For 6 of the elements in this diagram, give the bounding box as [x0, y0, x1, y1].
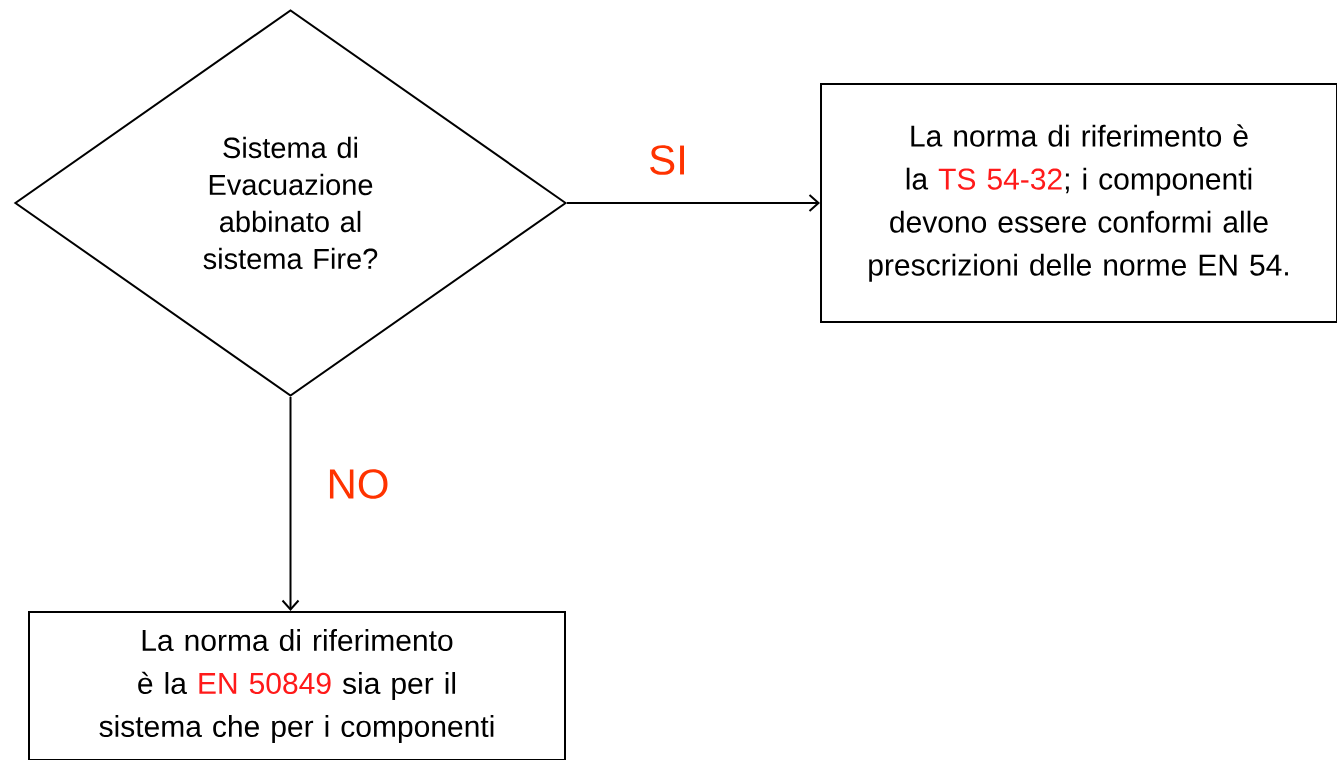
edge-label: NO — [329, 469, 388, 499]
process-box: La norma di riferimento è la TS 54-32; i componenti devono essere conformi alle prescrizioni delle norme EN 54. — [820, 83, 1337, 323]
process-box: La norma di riferimento è la EN 50849 sia per il sistema che per i componenti — [28, 611, 566, 760]
arrow — [281, 396, 300, 611]
edge-label: SI — [650, 145, 684, 175]
arrow — [566, 194, 820, 212]
